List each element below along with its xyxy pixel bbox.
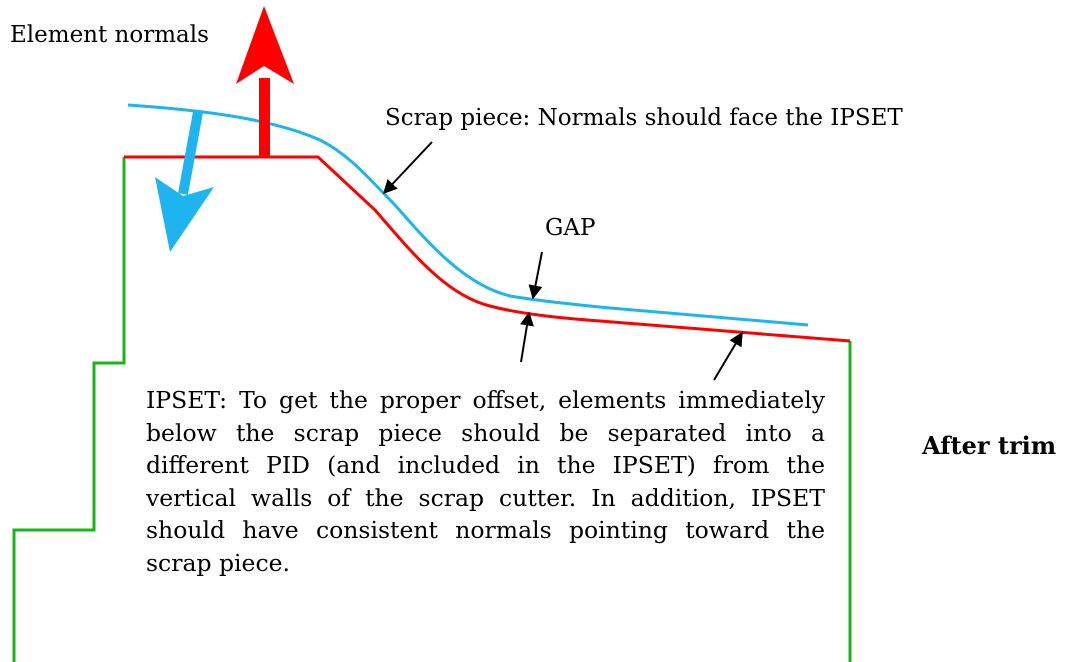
gap-label: GAP (545, 215, 596, 241)
scrap-leader-arrow (383, 141, 433, 195)
ipset-normal-arrow-icon (236, 6, 294, 158)
gap-leader-arrow-bottom (520, 311, 534, 363)
after-trim-label: After trim (922, 431, 1057, 460)
cutter-wall-left (12, 157, 126, 662)
element-normals-label: Element normals (10, 22, 209, 48)
scrap-normal-arrow-icon (155, 111, 214, 252)
ipset-description: IPSET: To get the proper offset, element… (146, 386, 825, 577)
ipset-surface-line (124, 155, 851, 343)
scrap-piece-label: Scrap piece: Normals should face the IPS… (385, 105, 903, 131)
gap-leader-arrow-top (528, 251, 543, 300)
scrap-piece-line (127, 103, 809, 327)
ipset-leader-arrow (713, 331, 743, 381)
